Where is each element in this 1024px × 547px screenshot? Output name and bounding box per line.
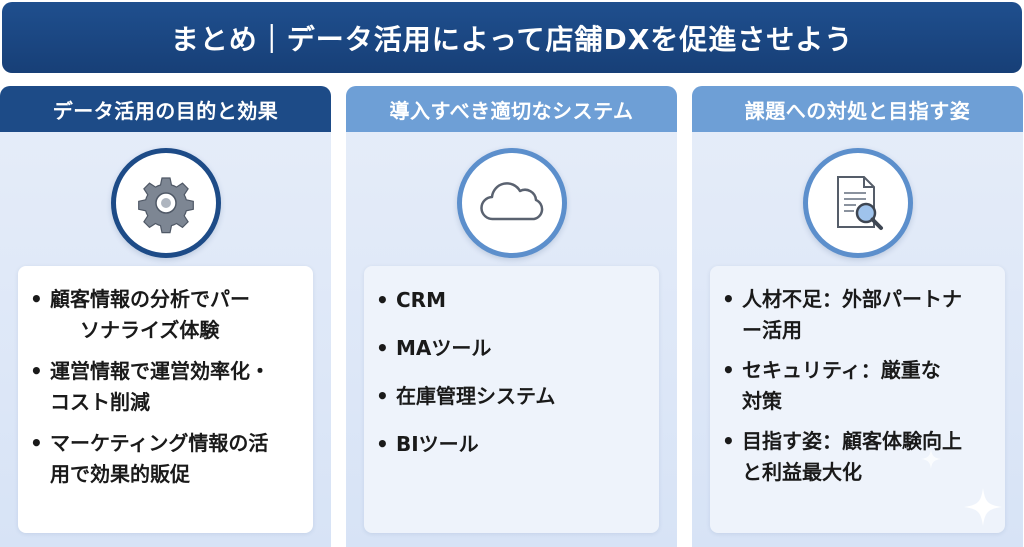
page-title: まとめ｜データ活用によって店舗DXを促進させよう xyxy=(2,2,1022,73)
sparkle-icon xyxy=(964,488,1002,526)
document-search-icon xyxy=(802,148,913,258)
list-item: 在庫管理システム xyxy=(374,381,651,412)
list-item: BIツール xyxy=(374,429,651,460)
column-systems: 導入すべき適切なシステム CRM MAツール 在庫管理システム BIツール xyxy=(346,86,677,547)
gear-icon xyxy=(110,148,221,258)
column-header: データ活用の目的と効果 xyxy=(0,86,331,132)
sparkle-icon xyxy=(921,449,941,469)
column-header: 課題への対処と目指す姿 xyxy=(692,86,1023,132)
list-item: CRM xyxy=(374,285,651,316)
list-item: MAツール xyxy=(374,333,651,364)
column-header: 導入すべき適切なシステム xyxy=(346,86,677,132)
content-card: CRM MAツール 在庫管理システム BIツール xyxy=(364,266,659,533)
list-item: 運営情報で運営効率化・コスト削減 xyxy=(28,356,305,418)
cloud-icon xyxy=(456,148,567,258)
